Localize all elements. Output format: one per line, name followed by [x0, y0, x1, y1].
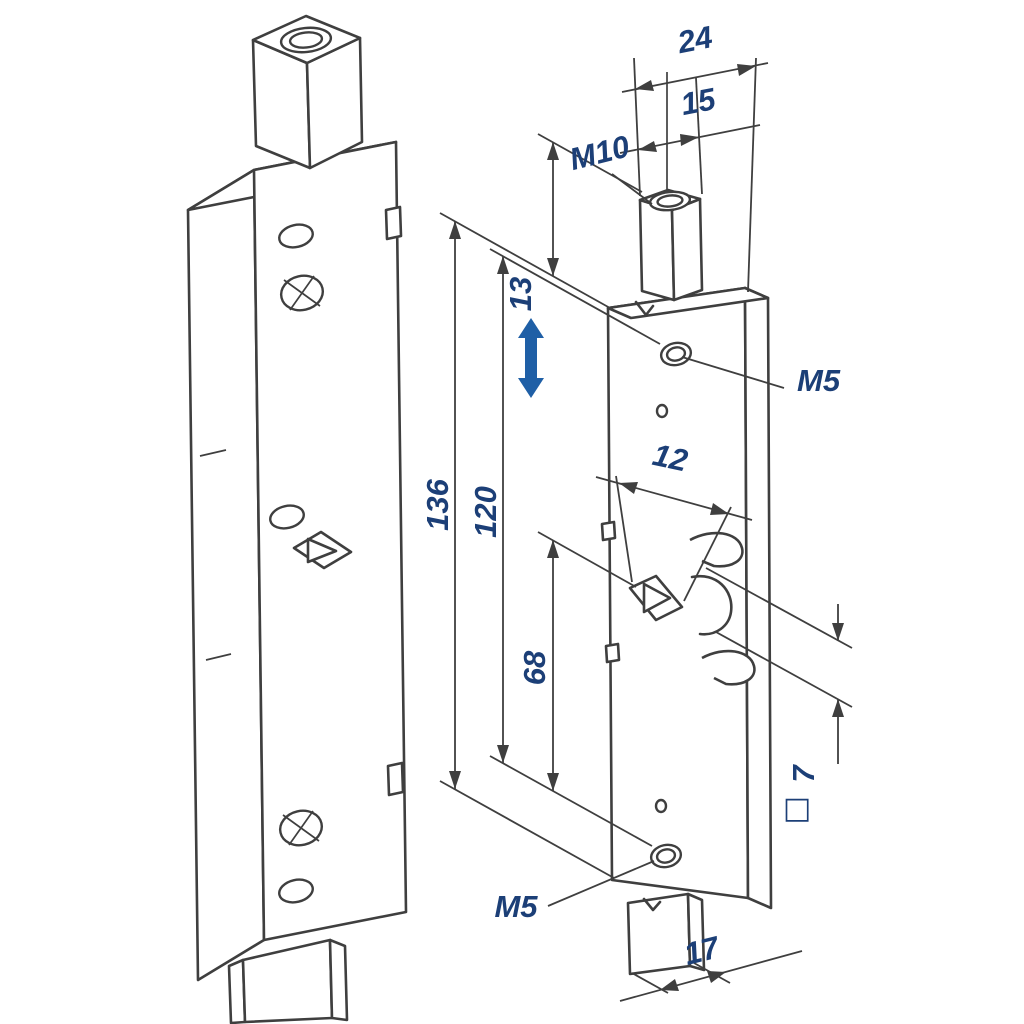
extension-line	[633, 57, 641, 197]
dimension-15: 15	[619, 81, 761, 154]
dim-label-136: 136	[420, 478, 455, 530]
dimension-12: 12	[595, 437, 753, 521]
m5-hole-lower-inner	[655, 848, 677, 864]
dimension-136: 136	[420, 221, 461, 789]
dim-label-15: 15	[678, 81, 719, 122]
extension-line	[683, 506, 732, 602]
spindle-top-left-face	[638, 198, 676, 302]
arrowhead	[547, 540, 559, 558]
extension-line	[489, 755, 653, 847]
dim-label-24: 24	[674, 19, 716, 60]
extension-line	[439, 212, 611, 309]
keeper-tab	[384, 205, 403, 241]
extension-line	[715, 631, 853, 708]
spindle-bottom-right-face	[686, 892, 706, 972]
arrowhead	[638, 141, 657, 152]
oval-hole	[269, 504, 305, 530]
dim-label-120: 120	[468, 486, 503, 538]
square-hole-triangle	[642, 582, 672, 614]
oval-hole	[278, 878, 314, 904]
arrowhead	[832, 699, 844, 717]
arrowhead	[547, 142, 559, 160]
spindle-bottom-front-face	[626, 892, 692, 976]
small-hole	[654, 798, 668, 814]
keeper-tab	[386, 761, 405, 797]
arrowhead	[497, 256, 509, 274]
spindle-base-notch	[642, 897, 662, 912]
dim-label-12: 12	[650, 437, 691, 478]
thread-label-m10: M10	[566, 129, 633, 178]
dimension-68: 68	[517, 540, 559, 791]
arrowhead	[707, 971, 726, 983]
extension-line	[705, 567, 853, 649]
dimensions: 136 120 68 13 24	[420, 19, 853, 1002]
callout-m5-upper: M5	[681, 356, 841, 398]
dimension-24: 24	[621, 19, 769, 93]
dim-label-7: 7	[786, 764, 821, 783]
dimension-13: 13	[503, 142, 559, 311]
spindle-base-notch	[634, 300, 655, 317]
edge-notch	[604, 642, 621, 664]
arrowhead	[635, 80, 654, 91]
extension-line	[747, 57, 757, 293]
oval-hole	[278, 223, 314, 249]
dim-label-68: 68	[517, 650, 552, 685]
arrowhead	[710, 503, 729, 515]
arrowhead	[680, 134, 699, 146]
dimension-7-square: 7 □	[783, 604, 844, 826]
dimensioned-view-right	[600, 72, 773, 976]
latch-block-edge	[205, 653, 232, 661]
dimension-120: 120	[468, 256, 509, 763]
arrowhead	[619, 482, 638, 494]
spindle-bottom-right-face	[328, 938, 349, 1022]
extension-line	[615, 475, 633, 583]
spindle-bore-inner	[288, 31, 324, 49]
arrowhead	[449, 771, 461, 789]
latch-hook	[689, 531, 744, 568]
arrowhead	[737, 64, 756, 76]
m5-hole-upper-inner	[665, 346, 687, 362]
square-hole-triangle	[306, 537, 338, 564]
extension-line	[537, 133, 643, 193]
edge-notch	[600, 520, 617, 542]
thread-label-m5-lower: M5	[494, 889, 538, 924]
dim-label-17: 17	[680, 929, 724, 972]
extension-line	[537, 531, 637, 588]
small-hole	[655, 403, 669, 419]
extension-line	[489, 248, 661, 345]
arrowhead	[449, 221, 461, 239]
arrowhead	[832, 623, 844, 641]
thread-label-m5-upper: M5	[797, 363, 841, 398]
leader-line	[611, 173, 653, 205]
arrowhead	[497, 745, 509, 763]
extension-line	[695, 77, 703, 195]
dim-label-13: 13	[503, 277, 538, 311]
callout-m5-lower: M5	[494, 860, 655, 924]
spindle-top-right-face	[670, 197, 704, 302]
arrowhead	[547, 258, 559, 276]
extension-line	[439, 780, 615, 879]
screw-cross	[283, 275, 321, 311]
latch-roller	[690, 574, 733, 636]
latch-block-edge	[199, 449, 227, 457]
isometric-view-left	[186, 14, 408, 1024]
square-symbol: □	[783, 791, 811, 826]
body-left-face	[186, 168, 266, 982]
leader-line	[547, 860, 655, 907]
stroke-direction-arrow	[518, 318, 544, 398]
spindle-bottom-front-face	[241, 938, 334, 1024]
arrowhead	[660, 979, 679, 991]
screw-cross	[282, 810, 320, 846]
latch-hook	[701, 649, 756, 686]
arrowhead	[547, 773, 559, 791]
leader-line	[681, 356, 785, 389]
m10-thread-hole-inner	[656, 194, 684, 208]
